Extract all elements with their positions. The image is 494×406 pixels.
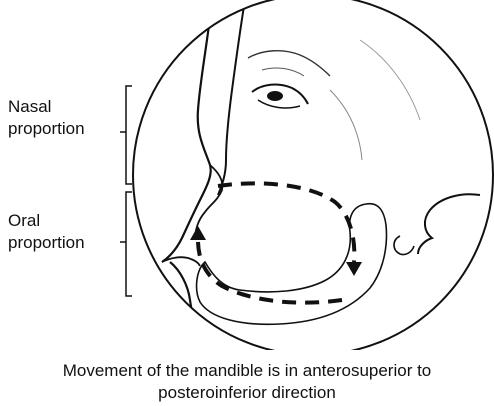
eye-pupil: [267, 91, 283, 101]
face-profile-figure: [0, 0, 494, 350]
nasal-label-line1: Nasal: [8, 96, 85, 118]
caption-line2: posteroinferior direction: [0, 382, 494, 404]
nasal-proportion-label: Nasal proportion: [8, 96, 85, 140]
nasal-bracket: [120, 86, 132, 184]
oral-proportion-label: Oral proportion: [8, 210, 85, 254]
caption-line1: Movement of the mandible is in anterosup…: [0, 360, 494, 382]
oral-label-line2: proportion: [8, 232, 85, 254]
oral-bracket: [120, 192, 132, 296]
face-profile-illustration: [0, 0, 494, 350]
circular-frame: [133, 0, 493, 350]
oral-label-line1: Oral: [8, 210, 85, 232]
nasal-label-line2: proportion: [8, 118, 85, 140]
figure-caption: Movement of the mandible is in anterosup…: [0, 360, 494, 404]
